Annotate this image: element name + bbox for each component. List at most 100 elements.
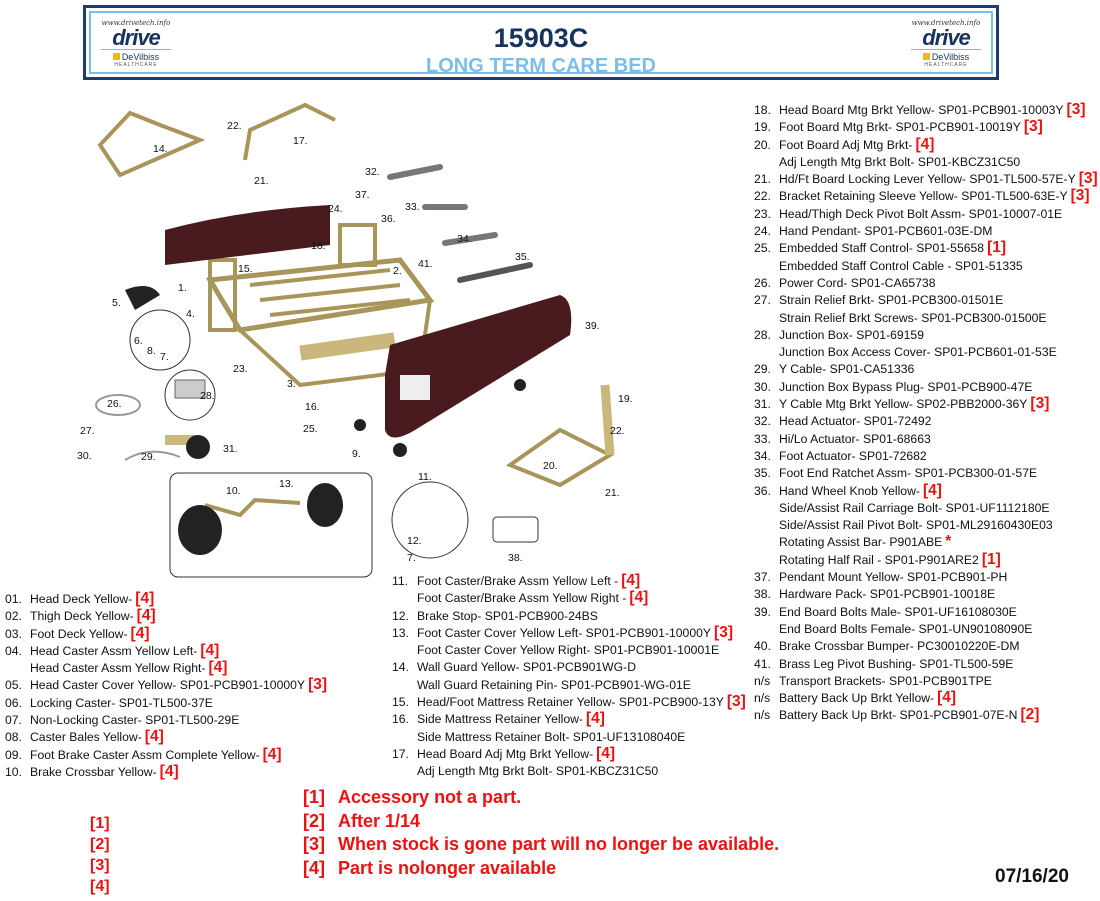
part-description: Adj Length Mtg Brkt Bolt- SP01-KBCZ31C50: [417, 764, 659, 779]
part-description: Side Mattress Retainer Bolt- SP01-UF1310…: [417, 729, 686, 744]
callout-label: 16.: [305, 401, 320, 413]
footnote-key: [1]: [90, 815, 110, 832]
part-row: 32.Head Actuator- SP01-72492: [754, 413, 1098, 430]
part-description: End Board Bolts Female- SP01-UN90108090E: [779, 621, 1033, 636]
part-description: Side Mattress Retainer Yellow-: [417, 712, 583, 727]
part-row: 33.Hi/Lo Actuator- SP01-68663: [754, 431, 1098, 448]
part-number: [754, 552, 779, 569]
part-status-tag: [4]: [621, 572, 641, 589]
part-number: [5, 660, 30, 677]
part-description: Foot Board Adj Mtg Brkt-: [779, 137, 913, 152]
part-description: Hardware Pack- SP01-PCB901-10018E: [779, 587, 996, 602]
part-description: Y Cable Mtg Brkt Yellow- SP02-PBB2000-36…: [779, 397, 1028, 412]
part-description: Head/Thigh Deck Pivot Bolt Assm- SP01-10…: [779, 206, 1063, 221]
callout-label: 9.: [352, 448, 361, 460]
part-number: [754, 621, 779, 638]
part-number: 22.: [754, 189, 771, 204]
part-description: Hand Wheel Knob Yellow-: [779, 483, 920, 498]
part-status-tag: [4]: [915, 135, 935, 153]
logo-brand: drive: [911, 27, 981, 50]
part-description: Junction Box- SP01-69159: [779, 327, 924, 342]
part-number: [392, 729, 417, 746]
callout-label: 10.: [226, 485, 241, 497]
footnote-key: [3]: [90, 857, 110, 874]
part-row: Adj Length Mtg Brkt Bolt- SP01-KBCZ31C50: [754, 154, 1098, 171]
part-description: Brake Crossbar Bumper- PC30010220E-DM: [779, 639, 1020, 654]
part-number: 34.: [754, 448, 771, 463]
junction-box-detail-circle: [164, 369, 216, 421]
part-row: 39.End Board Bolts Male- SP01-UF16108030…: [754, 604, 1098, 621]
footnote-key: [2]: [90, 836, 110, 853]
callout-label: 13.: [279, 478, 294, 490]
part-number: 35.: [754, 466, 771, 481]
part-description: Battery Back Up Brkt Yellow-: [779, 691, 935, 706]
legend-text: When stock is gone part will no longer b…: [338, 834, 780, 854]
part-description: Head/Foot Mattress Retainer Yellow- SP01…: [417, 695, 724, 710]
foot-board: [385, 295, 572, 438]
part-number: 14.: [392, 660, 409, 675]
ratchet-assm: [457, 262, 533, 283]
part-row: 06.Locking Caster- SP01-TL500-37E: [5, 695, 327, 712]
part-number: 25.: [754, 241, 771, 256]
part-number: 19.: [754, 120, 771, 135]
part-row: 34.Foot Actuator- SP01-72682: [754, 448, 1098, 465]
part-status-tag: [4]: [629, 589, 649, 607]
part-status-tag: [4]: [135, 590, 155, 607]
part-row: Wall Guard Retaining Pin- SP01-PCB901-WG…: [392, 677, 746, 694]
part-number: 23.: [754, 206, 771, 221]
foot-actuator: [442, 232, 498, 246]
part-row: Strain Relief Brkt Screws- SP01-PCB300-0…: [754, 310, 1098, 327]
callout-label: 18.: [311, 240, 326, 252]
part-row: 03.Foot Deck Yellow- [4]: [5, 625, 327, 643]
part-description: Strain Relief Brkt Screws- SP01-PCB300-0…: [779, 310, 1047, 325]
part-row: 24. Hand Pendant- SP01-PCB601-03E-DM: [754, 223, 1098, 240]
legend-item: [3]When stock is gone part will no longe…: [303, 833, 779, 857]
wall-guard-part: [97, 110, 206, 178]
part-number: [754, 500, 779, 517]
drive-logo-left: www.drivetech.info drive DeVilbiss HEALT…: [101, 19, 171, 68]
part-row: 27.Strain Relief Brkt- SP01-PCB300-01501…: [754, 292, 1098, 309]
part-description: Bracket Retaining Sleeve Yellow- SP01-TL…: [779, 189, 1068, 204]
part-description: Thigh Deck Yellow-: [30, 609, 134, 624]
callout-label: 5.: [112, 297, 121, 309]
callout-label: 6.: [134, 335, 143, 347]
part-row: 20.Foot Board Adj Mtg Brkt- [4]: [754, 135, 1098, 154]
head-board: [165, 205, 330, 265]
callout-label: 21.: [254, 175, 269, 187]
part-number: 17.: [392, 746, 409, 761]
callout-label: 20.: [543, 460, 558, 472]
part-number: n/s: [754, 691, 771, 706]
callout-label: 25.: [303, 423, 318, 435]
callout-label: 34.: [457, 233, 472, 245]
part-row: 16.Side Mattress Retainer Yellow- [4]: [392, 711, 746, 728]
parts-list-middle: 11.Foot Caster/Brake Assm Yellow Left - …: [392, 573, 746, 781]
part-row: 13.Foot Caster Cover Yellow Left- SP01-P…: [392, 625, 746, 642]
part-description: Foot Caster/Brake Assm Yellow Right -: [417, 591, 627, 606]
thigh-deck-part: [299, 332, 396, 361]
part-description: Wall Guard Yellow- SP01-PCB901WG-D: [417, 660, 637, 675]
part-description: Pendant Mount Yellow- SP01-PCB901-PH: [779, 570, 1008, 585]
part-number: 24.: [754, 224, 771, 239]
logo-url: www.drivetech.info: [911, 19, 981, 27]
part-row: 31.Y Cable Mtg Brkt Yellow- SP02-PBB2000…: [754, 396, 1098, 413]
part-description: Head Caster Assm Yellow Right-: [30, 661, 206, 676]
part-row: 12.Brake Stop- SP01-PCB900-24BS: [392, 608, 746, 625]
part-row: 19. Foot Board Mtg Brkt- SP01-PCB901-1001…: [754, 119, 1098, 136]
callout-label: 12.: [407, 535, 422, 547]
callout-label: 24.: [328, 203, 343, 215]
part-description: Foot Caster Cover Yellow Left- SP01-PCB9…: [417, 625, 712, 640]
part-description: Hand Pendant- SP01-PCB601-03E-DM: [779, 224, 993, 239]
caster-detail-circle: [129, 309, 191, 371]
part-row: 23. Head/Thigh Deck Pivot Bolt Assm- SP01…: [754, 206, 1098, 223]
part-status-tag: [1]: [987, 239, 1007, 257]
part-status-tag: [4]: [159, 762, 179, 780]
callout-label: 37.: [355, 189, 370, 201]
legend-item: [1]Accessory not a part.: [303, 786, 779, 810]
part-description: Junction Box Access Cover- SP01-PCB601-0…: [779, 345, 1057, 360]
part-description: Foot Board Mtg Brkt- SP01-PCB901-10019Y: [779, 120, 1021, 135]
head-board-bracket-part: [243, 102, 336, 161]
part-row: 15.Head/Foot Mattress Retainer Yellow- S…: [392, 694, 746, 711]
part-number: 01.: [5, 592, 22, 606]
part-status-tag: *: [945, 533, 952, 551]
